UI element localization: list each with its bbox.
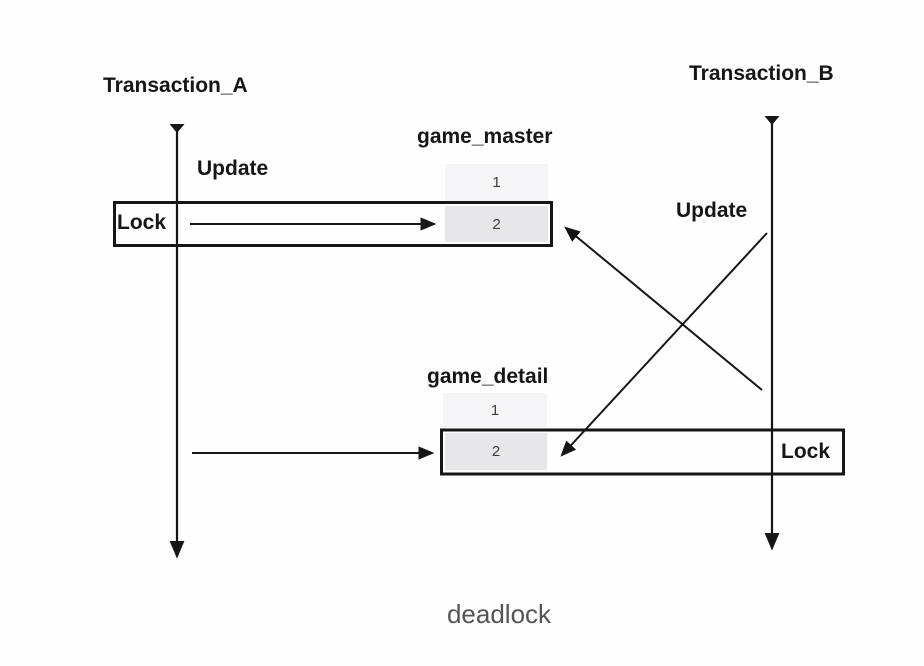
- game-master-row-1-cell: 1: [445, 164, 548, 201]
- game-master-row-1-value: 1: [492, 174, 501, 191]
- game-detail-table-title: game_detail: [427, 365, 549, 388]
- transaction-a-lock-label: Lock: [117, 211, 167, 234]
- game-master-table-title: game_master: [417, 125, 553, 148]
- game-detail-row-1-value: 1: [490, 402, 500, 419]
- transaction-b-update-label: Update: [676, 199, 748, 222]
- transaction-a-title: Transaction_A: [103, 74, 248, 97]
- game-detail-row-2-cell-locked: 2: [445, 433, 547, 470]
- lock-box-transaction-a: [113, 201, 553, 247]
- game-master-row-2-value: 2: [492, 215, 501, 233]
- arrow-b-update-game-detail: [560, 232, 768, 457]
- transaction-b-title: Transaction_B: [689, 62, 834, 85]
- arrow-b-update-game-master: [564, 226, 763, 391]
- game-detail-row-1-cell: 1: [443, 393, 547, 428]
- game-master-row-2-cell-locked: 2: [445, 206, 548, 242]
- transaction-a-update-label: Update: [197, 157, 269, 180]
- diagram-caption: deadlock: [446, 599, 552, 629]
- game-detail-row-2-value: 2: [491, 443, 501, 460]
- lock-box-transaction-b: [440, 428, 845, 476]
- transaction-b-lock-label: Lock: [781, 440, 831, 463]
